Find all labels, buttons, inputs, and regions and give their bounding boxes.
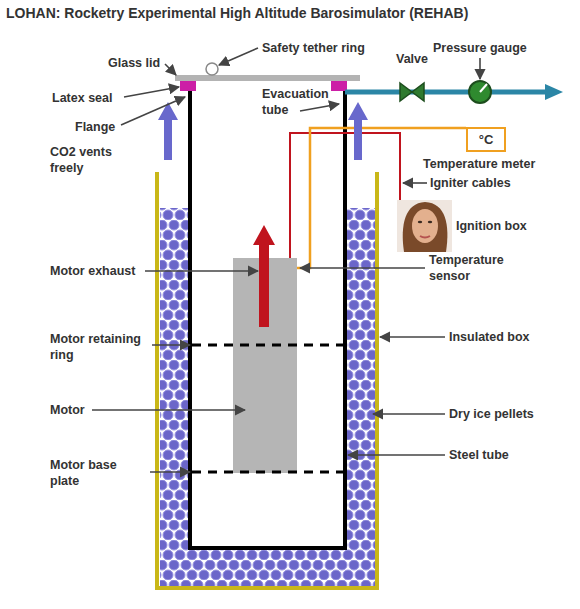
part-label: Temperature meter — [423, 156, 535, 172]
retaining-ring — [192, 344, 343, 347]
part-label: Glass lid — [108, 55, 160, 71]
leader-line — [124, 87, 179, 97]
part-label: Pressure gauge — [433, 40, 527, 56]
base-plate — [192, 471, 343, 474]
photo-eye — [428, 221, 432, 224]
glass-lid — [175, 75, 360, 81]
evacuation-tube — [345, 90, 548, 95]
part-label: Motor retaining ring — [50, 331, 160, 363]
tether-ring — [206, 63, 218, 75]
part-label: CO2 vents freely — [50, 144, 125, 176]
latex-seal — [180, 81, 196, 91]
part-label: Steel tube — [449, 447, 509, 463]
photo-hair — [403, 202, 448, 252]
part-label: Dry ice pellets — [449, 406, 534, 422]
photo-background — [397, 200, 452, 252]
ignition-box-photo — [397, 200, 452, 252]
steel-tube — [190, 90, 345, 548]
part-label: Motor base plate — [50, 457, 135, 489]
co2-vent-arrow — [348, 102, 368, 160]
meter-reading: °C — [479, 132, 494, 147]
leader-line — [145, 270, 258, 272]
part-label: Insulated box — [449, 329, 530, 345]
leader-line — [348, 454, 445, 456]
leader-line — [92, 409, 245, 411]
leader-line — [152, 344, 190, 346]
leader-line — [219, 48, 258, 65]
leader-line — [300, 267, 425, 269]
part-label: Ignition box — [456, 218, 527, 234]
igniter-cable — [290, 133, 400, 258]
leader-line — [300, 104, 339, 111]
leader-line — [165, 64, 176, 75]
leader-line — [403, 182, 427, 184]
co2-vent-arrow — [158, 102, 178, 160]
leader-line — [150, 471, 190, 473]
part-label: Motor exhaust — [50, 263, 135, 279]
photo-eye — [418, 221, 422, 224]
evacuation-arrowhead — [545, 84, 563, 100]
latex-seal — [331, 81, 347, 91]
part-label: Motor — [50, 402, 85, 418]
leader-line — [479, 58, 481, 79]
part-label: Igniter cables — [430, 175, 511, 191]
valve-symbol — [400, 83, 424, 101]
leader-line — [380, 336, 445, 338]
pressure-gauge — [469, 81, 491, 103]
leader-line — [121, 97, 185, 125]
part-label: Evacuation tube — [262, 86, 340, 118]
temperature-wire — [297, 128, 466, 268]
part-label: Valve — [396, 51, 428, 67]
part-label: Temperature sensor — [429, 252, 524, 284]
gauge-needle — [480, 84, 487, 92]
leader-line — [373, 413, 445, 415]
part-label: Flange — [75, 119, 115, 135]
photo-lips — [420, 236, 430, 238]
leader-lines — [92, 48, 480, 472]
diagram-title: LOHAN: Rocketry Experimental High Altitu… — [6, 4, 468, 22]
part-label: Safety tether ring — [262, 40, 365, 56]
part-label: Latex seal — [52, 90, 112, 106]
photo-face — [412, 209, 438, 243]
meter-box: °C — [466, 127, 506, 152]
exhaust-arrow — [253, 225, 275, 327]
